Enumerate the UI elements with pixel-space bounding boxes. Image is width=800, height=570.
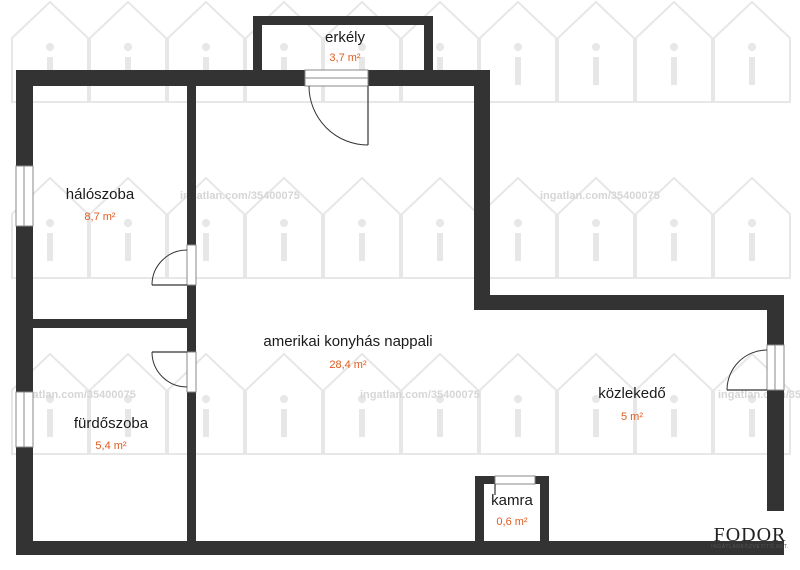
watermark-house-icon — [479, 0, 557, 103]
room-area-furdoszoba: 5,4 m² — [95, 440, 127, 452]
logo-sub-text: INGATLANKÖZVETÍTŐ KFT. — [711, 543, 789, 550]
logo-main-text: FODOR — [714, 524, 787, 546]
wall-kamra-left — [475, 476, 484, 541]
watermark-house-icon — [713, 176, 791, 279]
entrance-door-arc — [726, 349, 768, 391]
watermark-house-icon — [89, 352, 167, 455]
wall-top — [16, 70, 490, 86]
watermark-text: ingatlan.com/35400075 — [360, 389, 480, 401]
room-name-kozlekedo: közlekedő — [598, 385, 666, 402]
watermark-text: ingatlan.com/35400075 — [718, 389, 800, 401]
watermark-house-icon — [167, 0, 245, 103]
watermark-house-icon — [11, 176, 89, 279]
watermark-house-icon — [557, 176, 635, 279]
room-area-erkely: 3,7 m² — [329, 52, 361, 64]
room-area-kozlekedo: 5 m² — [621, 411, 643, 423]
wall-bottom — [16, 541, 784, 555]
room-name-kamra: kamra — [491, 492, 533, 509]
door-swings — [151, 85, 768, 495]
company-logo: FODOR INGATLANKÖZVETÍTŐ KFT. — [711, 524, 789, 550]
room-name-erkely: erkély — [325, 29, 366, 46]
wall-interior-vertical — [187, 86, 196, 541]
wall-left — [16, 70, 33, 555]
kamra-door-opening — [494, 475, 536, 485]
bedroom-door-arc — [151, 249, 188, 286]
wall-balcony-left — [253, 16, 262, 74]
room-area-nappali: 28,4 m² — [329, 359, 367, 371]
room-name-nappali: amerikai konyhás nappali — [263, 333, 432, 350]
watermark-house-icon — [245, 176, 323, 279]
watermark-text: ingatlan.com/35400075 — [540, 190, 660, 202]
wall-kamra-right — [540, 476, 549, 541]
watermark-house-icon — [167, 352, 245, 455]
watermark-house-icon — [635, 0, 713, 103]
watermark-house-icon — [401, 352, 479, 455]
watermark-house-icon — [11, 352, 89, 455]
watermark-house-icon — [713, 352, 791, 455]
wall-balcony-right — [424, 16, 433, 74]
watermark-text: ingatlan.com/35400075 — [180, 190, 300, 202]
balcony-door-arc — [308, 85, 369, 146]
room-area-kamra: 0,6 m² — [496, 516, 528, 528]
watermark-house-icon — [713, 0, 791, 103]
watermark-house-icon — [89, 176, 167, 279]
openings — [15, 69, 785, 485]
watermark-house-icon — [557, 352, 635, 455]
watermark-house-icon — [479, 352, 557, 455]
watermark-house-icon — [557, 0, 635, 103]
bathroom-door-opening — [186, 351, 197, 393]
watermark-house-icon — [245, 352, 323, 455]
room-labels: erkély 3,7 m² hálószoba 8,7 m² amerikai … — [66, 29, 666, 528]
watermark-house-icon — [635, 352, 713, 455]
room-name-haloszoba: hálószoba — [66, 186, 135, 203]
wall-bedroom-bath — [33, 319, 191, 328]
watermark-house-icon — [401, 176, 479, 279]
watermark-layer: ingatlan.com/35400075 ingatlan.com/354000… — [11, 0, 800, 455]
watermark-house-icon — [167, 176, 245, 279]
room-area-haloszoba: 8,7 m² — [84, 211, 116, 223]
bathroom-door-arc — [151, 351, 188, 388]
wall-step — [474, 295, 784, 310]
room-name-furdoszoba: fürdőszoba — [74, 415, 149, 432]
wall-right — [767, 295, 784, 511]
watermark-house-icon — [323, 352, 401, 455]
watermark-house-icon — [323, 176, 401, 279]
wall-living-right — [474, 70, 490, 310]
wall-balcony-top — [253, 16, 433, 25]
watermark-house-icon — [89, 0, 167, 103]
bedroom-door-opening — [186, 244, 197, 286]
watermark-text: ingatlan.com/35400075 — [16, 389, 136, 401]
watermark-house-icon — [635, 176, 713, 279]
